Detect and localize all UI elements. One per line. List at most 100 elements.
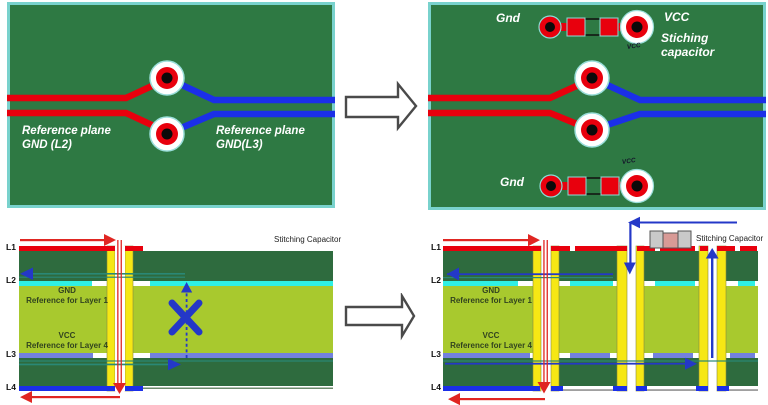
signal-via [149, 60, 185, 96]
layer-label-l2: L2 [6, 275, 16, 285]
return-arrowhead-down [623, 262, 636, 275]
stitching-via-barrel [616, 245, 628, 392]
label-line: capacitor [661, 45, 715, 59]
l4-copper [443, 386, 729, 391]
vcc-plane-l3 [730, 353, 755, 358]
signal-current-bottom [458, 398, 545, 401]
vcc-plane-l3 [443, 353, 530, 358]
stitching-capacitor-caption: Stitching Capacitor [274, 235, 342, 244]
via-drill-gap [541, 246, 552, 391]
stitching-capacitor-footprint-bottom [539, 168, 655, 204]
signal-current-top [20, 239, 106, 242]
gnd-plane-l2 [570, 281, 613, 286]
layer-label-l1: L1 [431, 242, 441, 252]
gnd-plane-l2 [150, 281, 333, 286]
blocked-return-arrowhead-up [181, 282, 193, 293]
return-arrowhead-up [705, 248, 719, 259]
label-line: GND [58, 286, 76, 295]
signal-current-top [443, 239, 529, 242]
return-path-l2 [19, 276, 185, 278]
return-arrowhead-left [20, 267, 33, 280]
core-l2-l3 [19, 286, 333, 353]
stitching-capacitor-label: Stiching capacitor [661, 31, 714, 59]
signal-arrowhead-down [537, 382, 551, 394]
label-line: Reference for Layer 1 [450, 296, 532, 305]
signal-via-barrel [106, 245, 116, 392]
return-arrowhead-right [685, 357, 697, 370]
vcc-plane-l3 [570, 353, 610, 358]
label-line: GND (L2) [22, 139, 72, 151]
return-path-l2 [443, 277, 613, 279]
label-line: GND [482, 286, 500, 295]
stitching-capacitor-caption: Stitching Capacitor [696, 234, 764, 243]
label-line: Stiching [661, 31, 709, 45]
transform-arrow-top [344, 80, 418, 132]
signal-current-via [546, 240, 548, 385]
layer-label-l2: L2 [431, 275, 441, 285]
label-line: Reference for Layer 4 [26, 341, 108, 350]
reference-plane-left-label: Reference plane GND (L2) [22, 124, 111, 152]
gnd-plane-l2 [655, 281, 695, 286]
dielectric-l1-l2 [19, 251, 333, 281]
l4-copper [19, 386, 115, 391]
reference-plane-right-label: Reference plane GND(L3) [216, 124, 305, 152]
stitching-via-barrel [698, 245, 709, 392]
return-current-top [639, 221, 737, 224]
signal-via-barrel [532, 245, 542, 392]
vcc-reference-note: VCC Reference for Layer 4 [22, 331, 112, 351]
signal-arrowhead-left [448, 393, 460, 405]
label-line: VCC [482, 331, 500, 340]
signal-arrowhead-down [113, 383, 126, 394]
gnd-bottom-label: Gnd [500, 175, 524, 189]
vcc-plane-l3 [19, 353, 93, 358]
via-drill-gap [627, 246, 636, 391]
vcc-top-label: VCC [664, 10, 690, 24]
vcc-plane-l3 [653, 353, 693, 358]
layer-label-l1: L1 [6, 242, 16, 252]
signal-current-via [117, 240, 119, 385]
label-line: Reference plane [22, 125, 111, 137]
transform-arrow-bottom [344, 293, 416, 341]
pcb-board [7, 2, 335, 208]
return-current-down [629, 223, 632, 264]
signal-arrowhead-left [20, 391, 32, 403]
cross-section-after [443, 216, 758, 405]
label-line: Reference for Layer 4 [450, 341, 532, 350]
signal-current-via [120, 240, 122, 385]
return-arrowhead-right [168, 358, 181, 371]
l4-copper [125, 386, 143, 391]
signal-arrowhead-right [104, 234, 116, 246]
vcc-reference-note: VCC Reference for Layer 4 [446, 331, 536, 351]
return-path-l2 [447, 273, 613, 276]
signal-current-via [543, 240, 545, 385]
gnd-plane-l2 [738, 281, 755, 286]
return-path-l3 [443, 360, 758, 362]
layer-label-l3: L3 [6, 349, 16, 359]
signal-current-bottom [30, 396, 120, 399]
via-drill-gap [115, 246, 125, 391]
return-path-l2 [22, 273, 185, 275]
board-bottom-edge [443, 389, 758, 391]
label-line: Reference plane [216, 125, 305, 137]
signal-via-barrel [550, 245, 560, 392]
pcb-board [428, 2, 766, 210]
pcb-top-view-before [7, 2, 335, 208]
return-arrowhead-left-top [628, 216, 640, 229]
gnd-reference-note: GND Reference for Layer 1 [22, 286, 112, 306]
l1-copper [19, 246, 115, 251]
gnd-plane-l2 [19, 281, 92, 286]
return-path-l3 [19, 360, 333, 362]
blocked-x-mark [168, 299, 203, 336]
stitching-via-barrel [635, 245, 645, 392]
signal-via-barrel [124, 245, 134, 392]
gnd-reference-note: GND Reference for Layer 1 [446, 286, 536, 306]
l1-copper [125, 246, 143, 251]
gnd-top-label: Gnd [496, 11, 520, 25]
label-line: Reference for Layer 1 [26, 296, 108, 305]
signal-arrowhead-right [528, 234, 540, 247]
board-bottom-edge [143, 387, 333, 389]
layer-label-l4: L4 [6, 382, 16, 392]
layer-label-l4: L4 [431, 382, 441, 392]
stitching-via-barrel [716, 245, 727, 392]
